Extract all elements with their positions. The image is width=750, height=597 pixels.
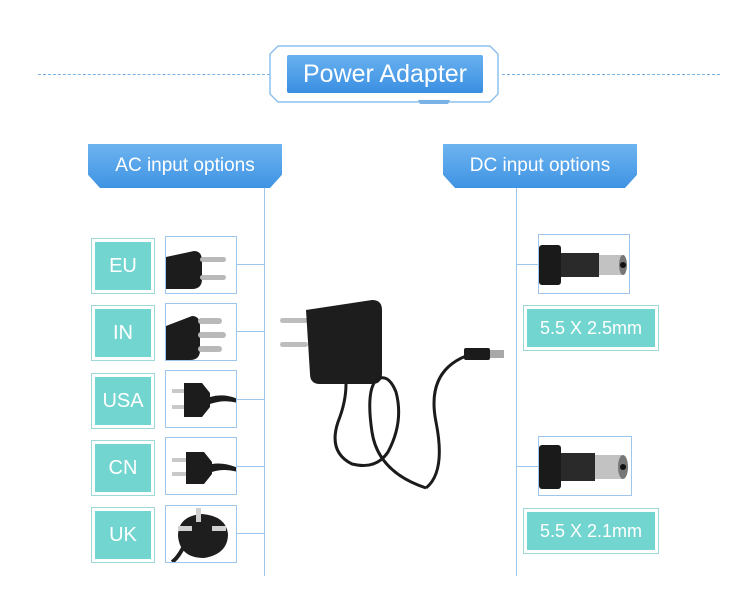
cn-plug-image	[165, 437, 237, 495]
dc-branch-line	[516, 466, 538, 467]
plug-label-text: EU	[95, 242, 151, 290]
dc-jack-image-2-5	[538, 234, 630, 294]
plug-label-cn: CN	[91, 440, 155, 496]
title-frame	[269, 45, 499, 104]
dc-size-label-2: 5.5 X 2.1mm	[523, 508, 659, 554]
plug-label-text: USA	[95, 377, 151, 425]
uk-plug-image	[165, 505, 237, 563]
dc-size-label-1: 5.5 X 2.5mm	[523, 305, 659, 351]
dc-size-text: 5.5 X 2.5mm	[527, 309, 655, 347]
title-rule-left	[38, 74, 270, 75]
plug-label-eu: EU	[91, 238, 155, 294]
page-title: Power Adapter	[287, 55, 483, 93]
dc-connector-line	[516, 188, 517, 576]
ac-branch-line	[236, 533, 264, 534]
dc-input-heading: DC input options	[443, 144, 637, 188]
dc-branch-line	[516, 264, 538, 265]
dc-size-text: 5.5 X 2.1mm	[527, 512, 655, 550]
plug-label-usa: USA	[91, 373, 155, 429]
dc-jack-image-2-1	[538, 436, 632, 496]
plug-label-text: CN	[95, 444, 151, 492]
plug-label-text: IN	[95, 309, 151, 357]
eu-plug-image	[165, 236, 237, 294]
in-plug-image	[165, 303, 237, 361]
ac-branch-line	[236, 264, 264, 265]
plug-label-in: IN	[91, 305, 155, 361]
ac-branch-line	[236, 399, 264, 400]
title-rule-right	[502, 74, 720, 75]
usa-plug-image	[165, 370, 237, 428]
plug-label-uk: UK	[91, 507, 155, 563]
ac-branch-line	[236, 466, 264, 467]
ac-branch-line	[236, 331, 264, 332]
ac-connector-line	[264, 188, 265, 576]
ac-input-heading: AC input options	[88, 144, 282, 188]
power-adapter-image	[280, 300, 504, 490]
plug-label-text: UK	[95, 511, 151, 559]
